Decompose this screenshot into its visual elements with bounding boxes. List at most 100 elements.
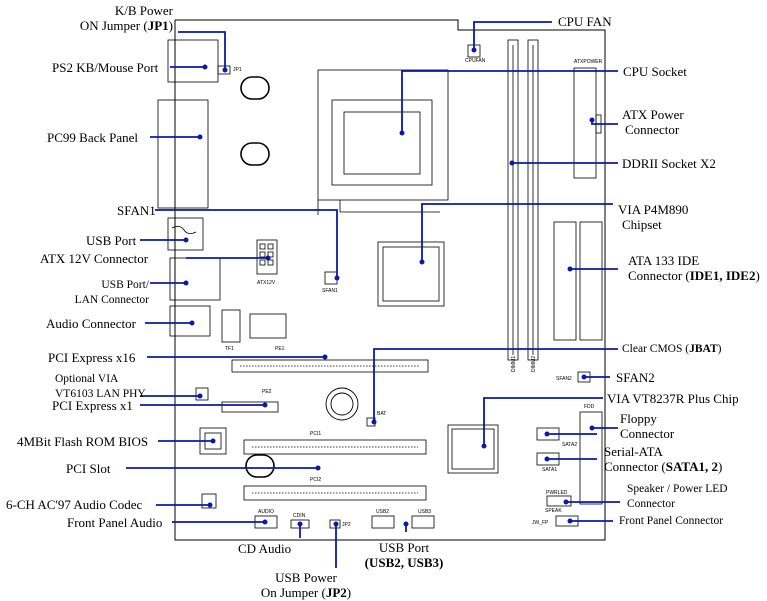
label-kb-power-line2: ON Jumper (JP1) — [80, 18, 173, 33]
pci-express-x1-slot — [221, 401, 279, 413]
label-serial-ata-line2: Connector (SATA1, 2) — [604, 459, 722, 474]
label-usb-port2-line1: USB Port — [378, 540, 430, 555]
label-atx12v: ATX 12V Connector — [40, 251, 149, 266]
board-outline — [174, 19, 606, 541]
label-pc99-back-panel: PC99 Back Panel — [47, 130, 138, 145]
label-optional-via-line1: Optional VIA — [55, 373, 119, 385]
floppy-graphic — [579, 411, 603, 505]
label-sfan1: SFAN1 — [117, 203, 156, 218]
ac97-codec-chip — [201, 493, 217, 509]
label-kb-power: K/B Power ON Jumper (JP1) — [80, 3, 173, 33]
silk-sata2: SATA2 — [562, 442, 577, 448]
dimm-slots — [507, 39, 539, 361]
label-ata133-ide: ATA 133 IDE Connector (IDE1, IDE2) — [628, 253, 760, 283]
silk-dimm2: DIMM2 — [531, 356, 537, 372]
label-usb-power-bold: JP2 — [325, 585, 347, 600]
label-usb-power-line2: On Jumper (JP2) — [246, 585, 366, 600]
label-front-panel-audio: Front Panel Audio — [67, 515, 163, 530]
atx12v-connector — [256, 239, 278, 275]
silk-sata1: SATA1 — [542, 467, 557, 473]
label-pci-slot: PCI Slot — [66, 461, 111, 476]
label-speaker-led-line2: Connector — [627, 498, 675, 510]
label-usb-power-line1: USB Power — [275, 570, 337, 585]
label-flash-rom: 4MBit Flash ROM BIOS — [17, 434, 149, 449]
label-serial-ata-line1: Serial-ATA — [604, 444, 663, 459]
label-cpu-fan: CPU FAN — [558, 14, 612, 29]
silk-sfan1: SFAN1 — [322, 288, 338, 294]
cpu-socket-graphic — [317, 69, 449, 215]
silk-pe1: PE1 — [275, 346, 285, 352]
silkscreen-text: JP1 CPUFAN ATXPOWER ATX12V SFAN1 TF1 PE1… — [225, 58, 603, 528]
label-usb-power-end: ) — [346, 585, 352, 600]
northbridge — [377, 241, 445, 307]
label-clear-cmos-bold: JBAT — [689, 343, 718, 355]
label-audio-codec: 6-CH AC'97 Audio Codec — [6, 497, 143, 512]
label-optional-via-line2: VT6103 LAN PHY — [55, 388, 146, 400]
label-pci-express-x1: PCI Express x1 — [52, 398, 133, 413]
label-front-panel-connector: Front Panel Connector — [619, 515, 724, 527]
label-via-p4m890-line1: VIA P4M890 — [618, 202, 689, 217]
lan-phy-chip — [195, 387, 209, 401]
silk-fdd: FDD — [584, 404, 595, 410]
label-atx-power-line2: Connector — [625, 122, 680, 137]
bottom-headers — [254, 515, 435, 529]
label-audio-connector: Audio Connector — [46, 316, 136, 331]
jp1-jumper — [217, 65, 231, 75]
label-clear-cmos-end: ) — [717, 343, 722, 355]
silk-usb3: USB3 — [418, 509, 431, 515]
label-ata133-end: ) — [755, 268, 760, 283]
silk-sfan2: SFAN2 — [556, 376, 572, 382]
label-pci-express-x16: PCI Express x16 — [48, 350, 136, 365]
silk-audio: AUDIO — [258, 509, 274, 515]
label-usb-port2-line2: (USB2, USB3) — [364, 555, 444, 570]
speaker-led-header — [546, 495, 572, 507]
label-floppy-line1: Floppy — [620, 411, 657, 426]
label-via-p4m890-line2: Chipset — [622, 217, 662, 232]
label-via-vt8237r: VIA VT8237R Plus Chip — [607, 391, 739, 406]
label-clear-cmos-text: Clear CMOS ( — [622, 343, 690, 355]
silk-bat: BAT — [377, 411, 386, 417]
silk-usb2: USB2 — [376, 509, 389, 515]
label-usb-port-2-3: USB Port (USB2, USB3) — [356, 540, 452, 570]
label-serial-ata-text: Connector ( — [604, 459, 666, 474]
label-kb-power-bold: JP1 — [147, 18, 169, 33]
label-atx-power: ATX Power Connector — [622, 107, 684, 137]
label-serial-ata-end: ) — [717, 459, 723, 474]
silk-cdin: CDIN — [293, 513, 306, 519]
label-ata133-bold: IDE1, IDE2 — [689, 268, 756, 283]
silk-pci1: PCI1 — [310, 431, 321, 437]
label-kb-power-text: ON Jumper ( — [79, 18, 148, 33]
label-usb-port: USB Port — [86, 233, 137, 248]
back-panel — [157, 39, 221, 337]
audio-codec-area — [221, 309, 287, 343]
silk-pe2: PE2 — [262, 389, 272, 395]
atx-power-graphic — [573, 67, 602, 179]
label-usb-lan-line1: USB Port/ — [101, 279, 149, 291]
label-optional-via: Optional VIA VT6103 LAN PHY — [55, 372, 146, 402]
label-kb-power-line1: K/B Power — [114, 3, 173, 18]
label-clear-cmos: Clear CMOS (JBAT) — [622, 342, 721, 357]
label-floppy-line2: Connector — [620, 426, 675, 441]
label-usb-lan: USB Port/ LAN Connector — [75, 278, 149, 308]
label-usb-power-jumper: USB Power On Jumper (JP2) — [246, 570, 366, 600]
label-ata133-line2: Connector (IDE1, IDE2) — [628, 268, 760, 283]
silk-dimm1: DIMM1 — [511, 356, 517, 372]
silk-atxpower: ATXPOWER — [574, 59, 603, 65]
label-serial-ata: Serial-ATA Connector (SATA1, 2) — [604, 444, 722, 474]
label-kb-power-end: ) — [168, 18, 173, 33]
label-floppy: Floppy Connector — [620, 411, 674, 441]
silk-jp1: JP1 — [233, 67, 242, 73]
southbridge — [447, 424, 499, 474]
pci-express-x16-slot — [231, 359, 429, 373]
label-sfan2: SFAN2 — [616, 370, 655, 385]
label-usb-power-text: On Jumper ( — [260, 585, 326, 600]
label-ddr2-socket: DDRII Socket X2 — [622, 156, 716, 171]
silk-cpufan: CPUFAN — [465, 58, 486, 64]
label-speaker-led-line1: Speaker / Power LED — [627, 483, 728, 495]
standoff-holes — [240, 76, 275, 478]
label-via-p4m890: VIA P4M890 Chipset — [618, 202, 688, 232]
silk-pwrled: PWRLED — [546, 490, 568, 496]
label-ata133-line1: ATA 133 IDE — [628, 253, 700, 268]
label-cpu-socket: CPU Socket — [623, 64, 687, 79]
silk-jw-fp: JW_FP — [532, 520, 549, 526]
